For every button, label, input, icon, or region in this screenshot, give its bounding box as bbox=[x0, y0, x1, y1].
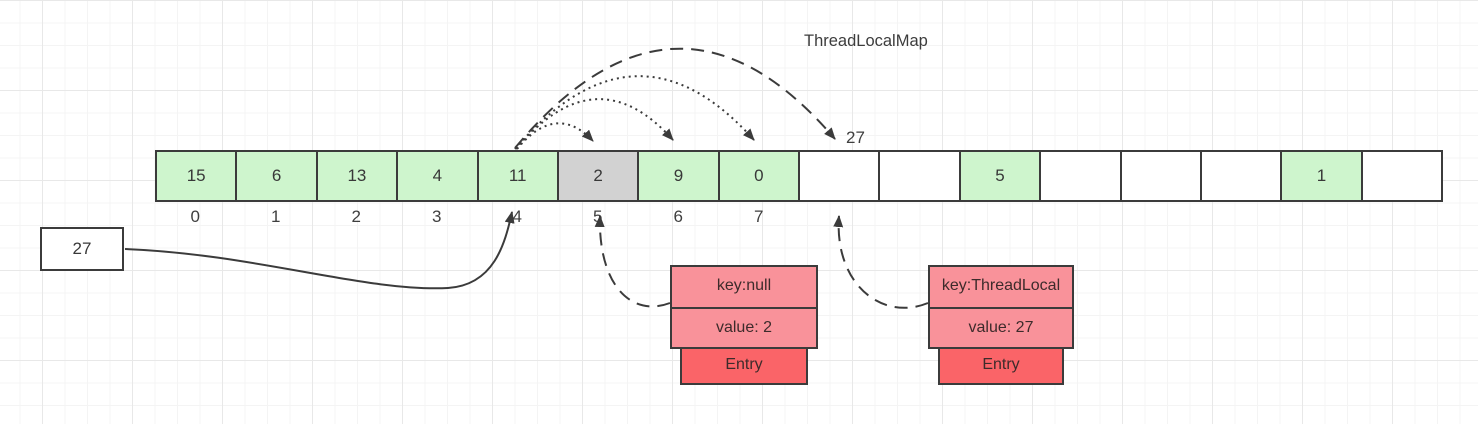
array-cell-7: 0 bbox=[719, 152, 800, 200]
array-cell-10: 5 bbox=[960, 152, 1042, 200]
arrow-entry-threadlocal-to-slot8 bbox=[833, 215, 929, 309]
arrow-entry-null-to-slot5 bbox=[594, 215, 671, 308]
array-cell-15 bbox=[1362, 152, 1441, 200]
entry-threadlocal-rows: key:ThreadLocal value: 27 bbox=[928, 265, 1074, 349]
probe-arc-slot4-to-slot5 bbox=[516, 122, 594, 150]
array-cell-4: 11 bbox=[478, 152, 559, 200]
entry-threadlocal-tab: Entry bbox=[938, 345, 1064, 385]
array-cell-14: 1 bbox=[1282, 152, 1363, 200]
incoming-value-box: 27 bbox=[40, 227, 124, 271]
index-label-3: 3 bbox=[432, 207, 442, 226]
probe-arc-slot4-to-slot7 bbox=[514, 75, 755, 150]
slot-27-label: 27 bbox=[846, 128, 865, 147]
array-cell-6: 9 bbox=[639, 152, 720, 200]
index-label-1: 1 bbox=[271, 207, 281, 226]
array-cell-2: 13 bbox=[317, 152, 399, 200]
probe-arc-slot4-to-slot8 bbox=[514, 47, 836, 149]
entry-threadlocal-value: value: 27 bbox=[930, 307, 1072, 347]
index-label-7: 7 bbox=[754, 207, 764, 226]
array-cell-12 bbox=[1121, 152, 1202, 200]
array-cell-3: 4 bbox=[398, 152, 479, 200]
index-label-5: 5 bbox=[593, 207, 603, 226]
diagram-title: ThreadLocalMap bbox=[804, 32, 928, 50]
array-cell-0: 15 bbox=[157, 152, 238, 200]
entry-null-key: key:null bbox=[672, 267, 816, 307]
entry-null-value: value: 2 bbox=[672, 307, 816, 347]
index-label-4: 4 bbox=[512, 207, 522, 226]
entry-threadlocal-key: key:ThreadLocal bbox=[930, 267, 1072, 307]
array-cell-1: 6 bbox=[237, 152, 318, 200]
array-cell-8 bbox=[800, 152, 881, 200]
entry-null-rows: key:null value: 2 bbox=[670, 265, 818, 349]
index-label-2: 2 bbox=[351, 207, 361, 226]
index-label-6: 6 bbox=[673, 207, 683, 226]
entry-null-tab: Entry bbox=[680, 345, 808, 385]
array-cell-13 bbox=[1201, 152, 1283, 200]
index-label-0: 0 bbox=[190, 207, 200, 226]
index-labels: 0 1 2 3 4 5 6 7 bbox=[155, 207, 799, 229]
probe-arc-slot4-to-slot6 bbox=[515, 98, 674, 150]
entry-threadlocal: Entry key:ThreadLocal value: 27 bbox=[928, 265, 1074, 385]
array-cell-11 bbox=[1041, 152, 1122, 200]
array-cell-9 bbox=[880, 152, 961, 200]
entry-null: Entry key:null value: 2 bbox=[670, 265, 818, 385]
array-cell-5: 2 bbox=[558, 152, 640, 200]
